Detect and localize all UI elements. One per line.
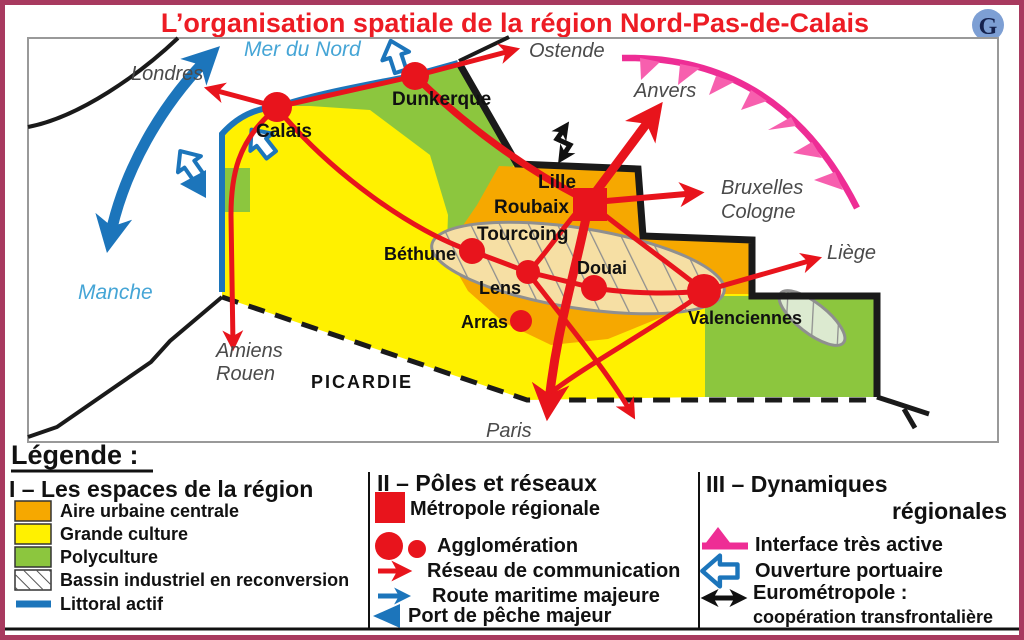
metropole-square	[573, 188, 607, 221]
legend-item-metropole: Métropole régionale	[410, 498, 600, 520]
label-cologne: Cologne	[721, 201, 796, 223]
reseau-communication	[203, 43, 823, 422]
legend-section-espaces: I – Les espaces de la région Aire urbain…	[9, 476, 349, 614]
label-rouen: Rouen	[216, 363, 275, 385]
legend-item-littoral: Littoral actif	[60, 594, 164, 614]
label-calais: Calais	[256, 121, 312, 142]
lens-dot	[516, 260, 540, 284]
label-roubaix: Roubaix	[494, 197, 569, 218]
label-amiens: Amiens	[215, 340, 283, 362]
douai-dot	[581, 275, 607, 301]
swatch-agglomeration-small-dot	[408, 540, 426, 558]
label-paris: Paris	[486, 420, 532, 442]
swatch-polyculture	[14, 546, 52, 568]
logo-letter: G	[979, 14, 998, 40]
swatch-port-peche-triangle	[373, 604, 400, 628]
dunkerque-lille-axis	[411, 72, 584, 201]
valenciennes-southwest-link	[550, 290, 706, 394]
label-valenciennes: Valenciennes	[688, 308, 802, 328]
arras-dot	[510, 310, 532, 332]
legend-section3-title: III – Dynamiques	[706, 471, 888, 497]
bethune-dot	[459, 238, 485, 264]
map-svg: L’organisation spatiale de la région Nor…	[5, 8, 1019, 631]
londres-ostende-axis	[203, 43, 521, 110]
picardie-dashed-border	[221, 294, 874, 403]
swatch-agglomeration-big-dot	[375, 532, 403, 560]
valenciennes-dot	[687, 274, 721, 308]
label-dunkerque: Dunkerque	[392, 89, 491, 110]
swatch-bassin-hatch	[15, 570, 51, 590]
polyculture-coastal-band	[285, 62, 516, 244]
label-tourcoing: Tourcoing	[477, 224, 568, 245]
legend-title: Légende :	[11, 440, 139, 470]
legend-item-reseau: Réseau de communication	[427, 560, 680, 582]
label-anvers: Anvers	[633, 80, 696, 102]
label-mer-du-nord: Mer du Nord	[244, 38, 362, 61]
legend-item-route-maritime: Route maritime majeure	[432, 585, 660, 607]
legend-item-interface: Interface très active	[755, 534, 943, 556]
legend-section1-title: I – Les espaces de la région	[9, 476, 313, 502]
port-peche-triangle-icon	[180, 170, 206, 198]
logo-circle-icon	[972, 9, 1004, 41]
legend-item-bassin: Bassin industriel en reconversion	[60, 570, 349, 590]
label-manche: Manche	[78, 281, 153, 304]
belgium-border-line	[455, 61, 881, 397]
dunkerque-dot	[401, 62, 429, 90]
legend-item-agglomeration: Agglomération	[437, 535, 578, 557]
southeast-border-spur	[901, 407, 918, 430]
southeast-border-line	[876, 394, 930, 417]
legend-section-poles: II – Pôles et réseaux Métropole régional…	[373, 470, 680, 628]
swatch-metropole-square	[375, 492, 405, 523]
label-bruxelles: Bruxelles	[721, 177, 803, 199]
label-lens: Lens	[479, 278, 521, 298]
legend-item-polyculture: Polyculture	[60, 547, 158, 567]
page-title: L’organisation spatiale de la région Nor…	[161, 8, 869, 38]
legend: Légende : I – Les espaces de la région A…	[5, 440, 1019, 631]
legend-item-grande-culture: Grande culture	[60, 524, 188, 544]
lille-paris-axis	[531, 208, 592, 422]
legend-section-dynamiques: III – Dynamiques régionales Interface tr…	[702, 471, 1007, 627]
calais-liege-axis	[274, 105, 823, 296]
eurometropole-arrow-icon	[551, 121, 576, 164]
interface-tres-active-arc	[621, 54, 860, 210]
agglomerations	[262, 62, 721, 332]
legend-item-cooperation: coopération transfrontalière	[753, 607, 993, 627]
legend-item-eurometropole: Eurométropole :	[753, 582, 907, 604]
swatch-aire-urbaine	[14, 500, 52, 522]
label-douai: Douai	[577, 258, 627, 278]
legend-item-ouverture: Ouverture portuaire	[755, 560, 943, 582]
label-liege: Liège	[827, 242, 876, 264]
label-bethune: Béthune	[384, 244, 456, 264]
interface-triangles	[640, 58, 843, 190]
calais-dot	[262, 92, 292, 122]
swatch-grande-culture	[14, 523, 52, 545]
legend-section3-title2: régionales	[892, 498, 1007, 524]
calais-amiens-axis	[222, 109, 275, 352]
swatch-interface-triangle	[705, 527, 731, 544]
lille-anvers-axis	[587, 101, 663, 202]
legend-item-aire-urbaine: Aire urbaine centrale	[60, 501, 239, 521]
label-ostende: Ostende	[529, 40, 605, 62]
route-maritime-arrow	[95, 46, 221, 254]
swatch-ouverture-arrow	[702, 556, 737, 587]
label-picardie: PICARDIE	[311, 372, 413, 392]
label-lille: Lille	[538, 172, 576, 193]
lens-paris-axis	[526, 271, 636, 420]
southwest-coast-line	[27, 295, 224, 439]
label-londres: Londres	[131, 63, 203, 85]
legend-section2-title: II – Pôles et réseaux	[377, 470, 597, 496]
lille-bruxelles-axis	[592, 181, 705, 208]
label-arras: Arras	[461, 312, 508, 332]
map-content: Mer du Nord Manche Londres Ostende Anver…	[27, 34, 930, 442]
logo: G	[972, 9, 1004, 41]
legend-item-port-peche: Port de pêche majeur	[408, 605, 612, 627]
